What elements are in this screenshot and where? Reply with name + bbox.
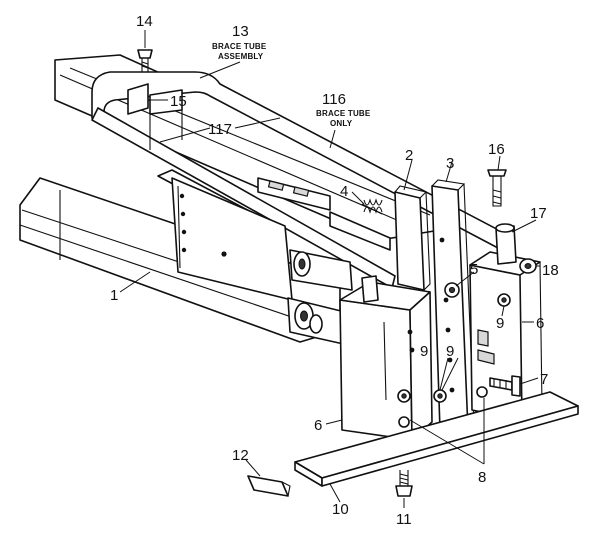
callout-18: 18 xyxy=(542,262,559,279)
caption-brace-tube-only-1: BRACE TUBE xyxy=(316,109,371,118)
nut-9-left xyxy=(397,389,411,403)
caption-brace-tube-assembly-2: ASSEMBLY xyxy=(218,52,264,61)
nut-5 xyxy=(444,282,460,298)
callout-8: 8 xyxy=(478,469,486,486)
callout-6-left: 6 xyxy=(314,417,322,434)
callout-9-mid: 9 xyxy=(446,343,454,360)
left-housing xyxy=(339,275,433,441)
callout-117: 117 xyxy=(208,121,232,138)
caption-brace-tube-assembly-1: BRACE TUBE xyxy=(212,42,267,51)
callout-7: 7 xyxy=(540,371,548,388)
base-channel xyxy=(294,391,579,487)
callout-9-left: 9 xyxy=(420,343,428,360)
rail-bracket xyxy=(257,177,391,251)
callout-11: 11 xyxy=(396,511,412,528)
callout-16: 16 xyxy=(488,141,505,158)
nut-9-right xyxy=(497,293,511,307)
callout-2: 2 xyxy=(405,147,413,164)
cap-18 xyxy=(519,258,537,274)
side-plate-2 xyxy=(394,185,431,291)
leader-lines xyxy=(119,30,540,508)
callout-5: 5 xyxy=(470,261,478,278)
callout-3: 3 xyxy=(446,155,454,172)
spring-4 xyxy=(361,198,383,215)
callout-labels: 14 13 BRACE TUBE ASSEMBLY 15 117 116 BRA… xyxy=(110,13,559,528)
callout-4: 4 xyxy=(340,183,348,200)
callout-6-right: 6 xyxy=(536,315,544,332)
callout-1: 1 xyxy=(110,287,118,304)
callout-15: 15 xyxy=(170,93,187,110)
rollers xyxy=(287,249,353,346)
clip-15 xyxy=(127,83,149,115)
callout-17: 17 xyxy=(530,205,547,222)
callout-14: 14 xyxy=(136,13,153,30)
callout-13: 13 xyxy=(232,23,249,40)
callout-12: 12 xyxy=(232,447,249,464)
caption-brace-tube-only-2: ONLY xyxy=(330,119,353,128)
end-cap xyxy=(247,475,291,497)
screw-11 xyxy=(395,470,413,497)
callout-9-right: 9 xyxy=(496,315,504,332)
screw-14 xyxy=(137,49,153,73)
fasteners xyxy=(127,49,537,497)
nut-9-mid xyxy=(433,389,447,403)
bolt-16 xyxy=(487,169,507,207)
bolt-7 xyxy=(489,375,521,397)
callout-116: 116 xyxy=(322,91,346,108)
callout-10: 10 xyxy=(332,501,349,518)
